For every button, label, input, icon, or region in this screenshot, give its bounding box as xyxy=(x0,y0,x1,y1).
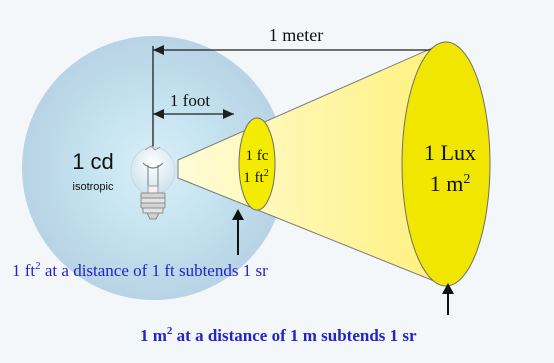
near-ellipse-line2: 1 ft2 xyxy=(243,168,268,186)
bulb-icon xyxy=(130,145,176,220)
far-ellipse-line2: 1 m2 xyxy=(430,171,471,196)
source-label: 1 cd xyxy=(72,149,114,174)
foot-caption-arrowhead xyxy=(232,209,244,220)
far-ellipse-line1: 1 Lux xyxy=(424,140,476,165)
near-ellipse xyxy=(238,117,276,211)
foot-arrow-right xyxy=(223,109,234,119)
foot-label: 1 foot xyxy=(170,91,210,110)
source-sublabel: isotropic xyxy=(73,181,114,193)
meter-arrow-left xyxy=(153,45,164,55)
near-ellipse-line1: 1 fc xyxy=(246,148,269,164)
far-ellipse xyxy=(401,41,491,287)
foot-caption: 1 ft2 at a distance of 1 ft subtends 1 s… xyxy=(12,260,268,280)
foot-arrow-left xyxy=(153,109,164,119)
meter-caption: 1 m2 at a distance of 1 m subtends 1 sr xyxy=(140,325,417,345)
meter-caption-arrowhead xyxy=(442,283,454,294)
meter-label: 1 meter xyxy=(269,25,323,45)
